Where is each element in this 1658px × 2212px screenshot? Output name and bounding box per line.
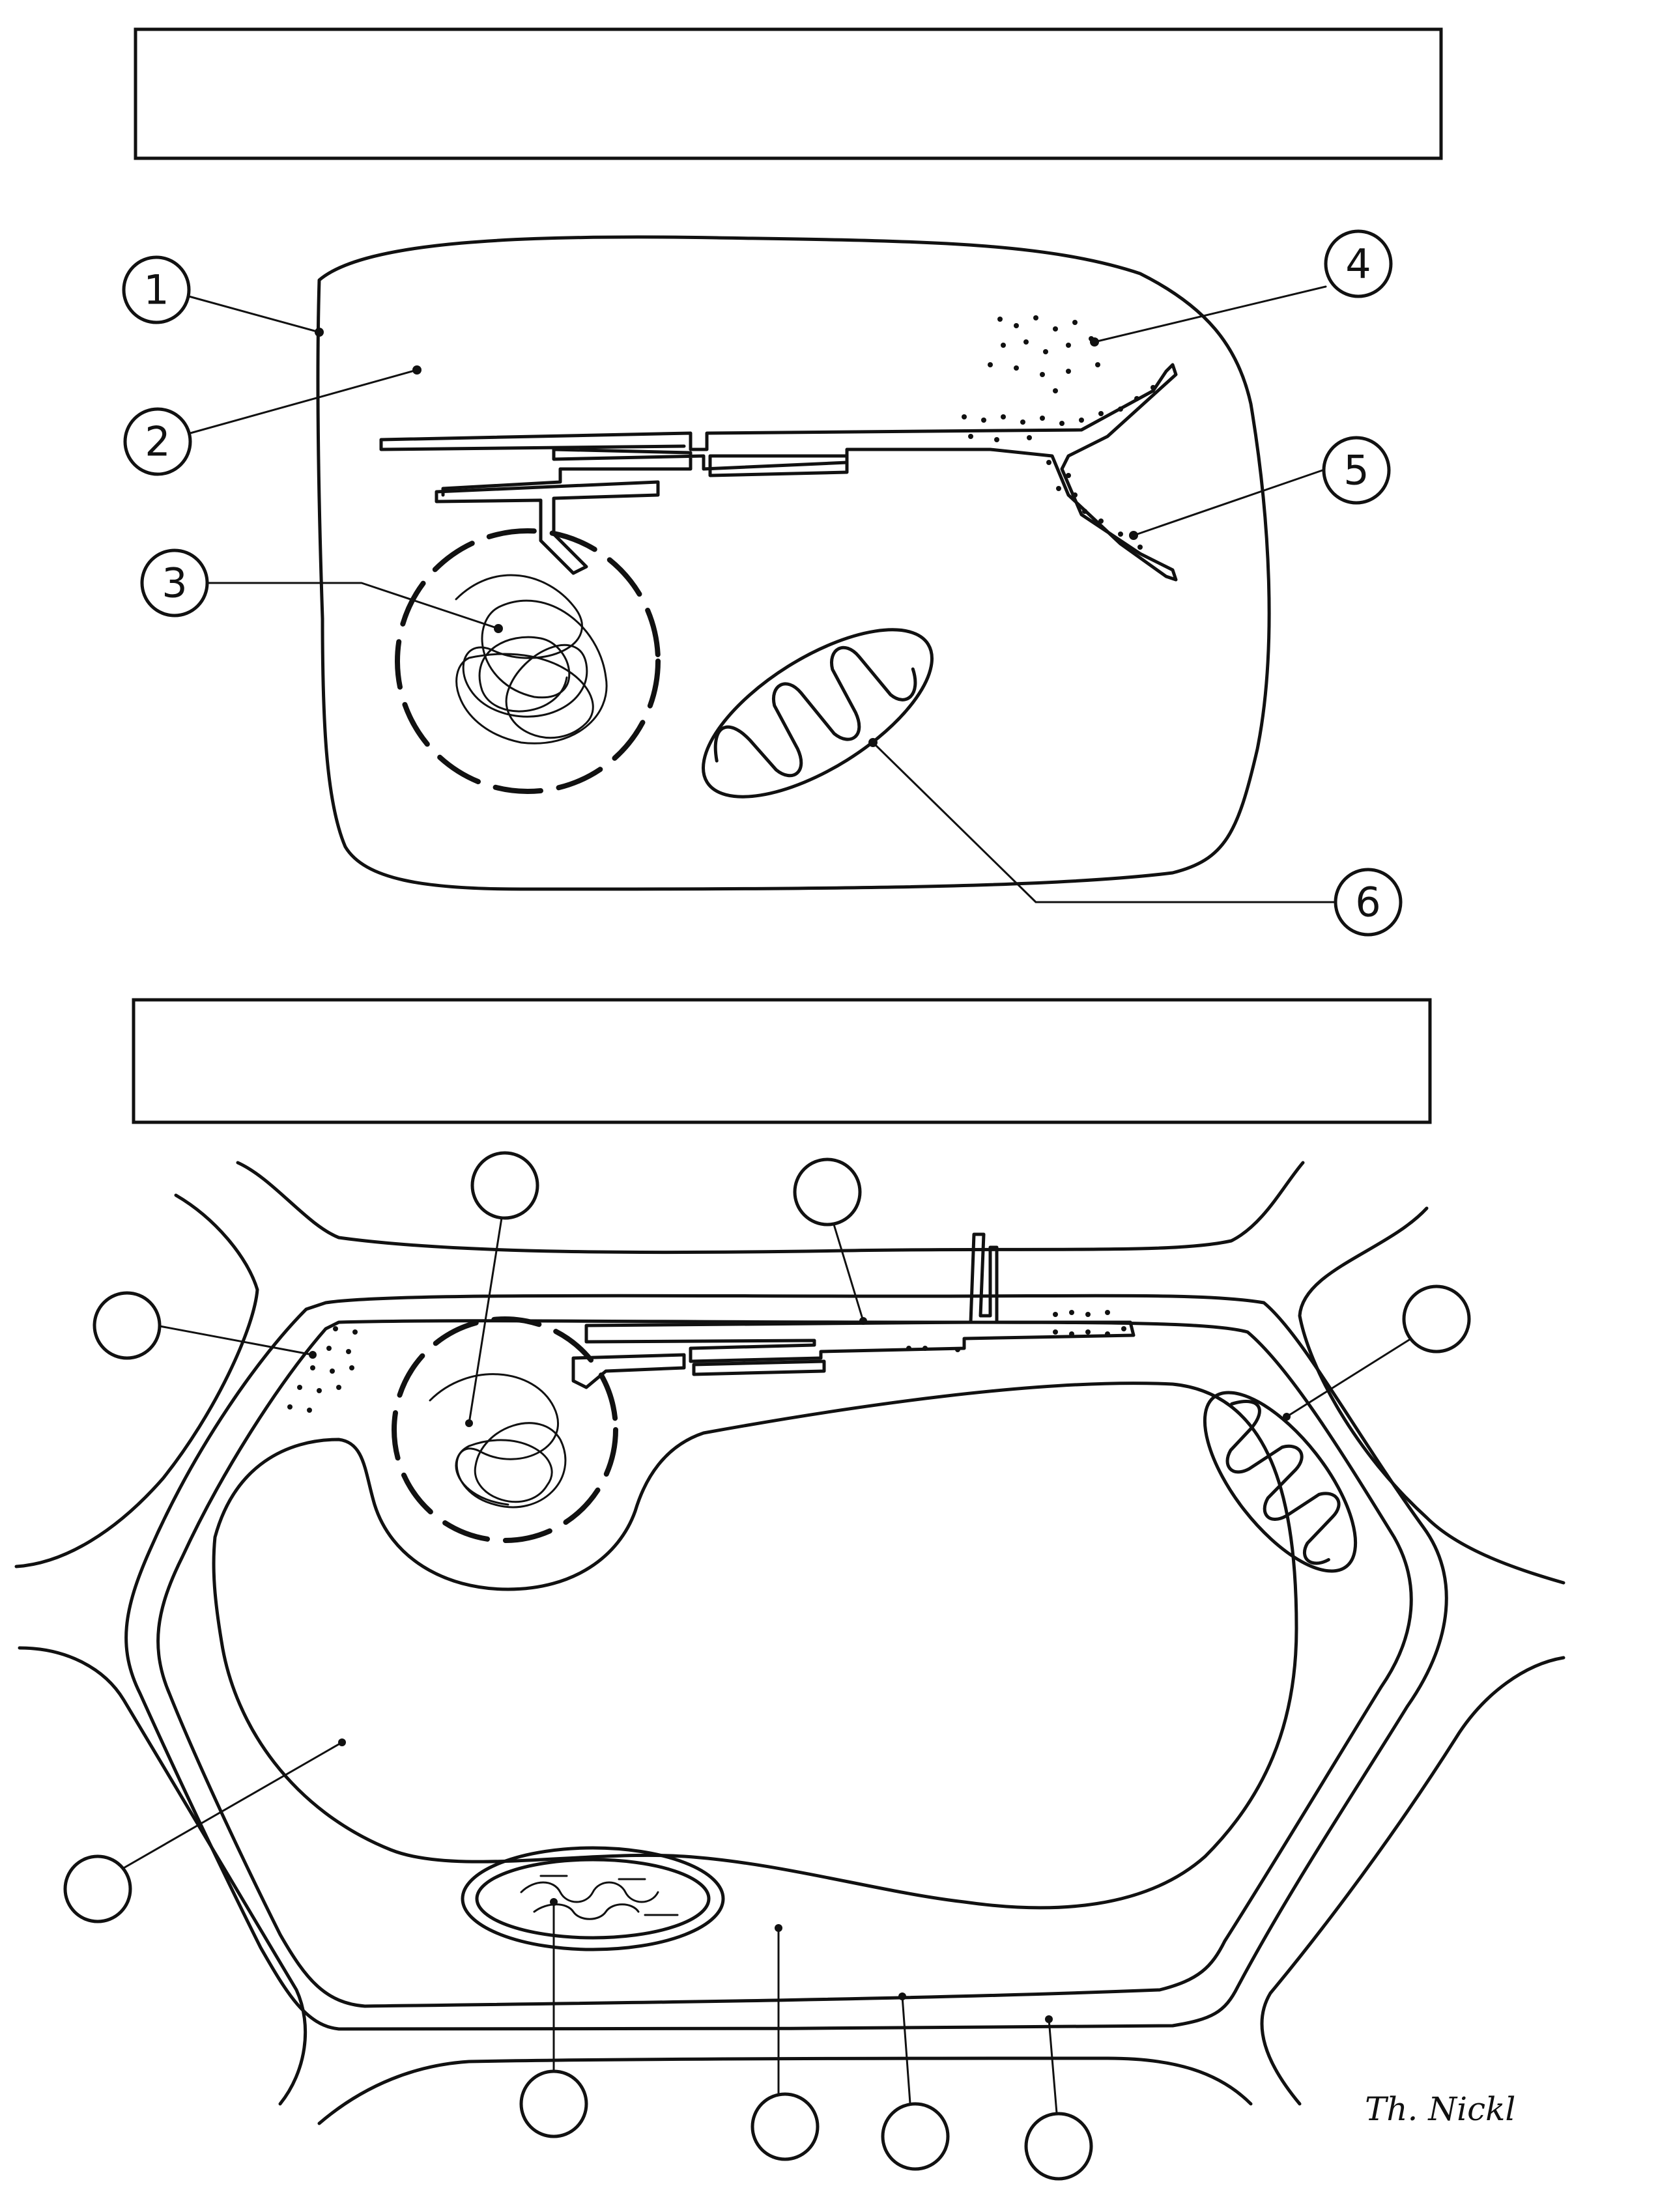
- label-text: 4: [1345, 240, 1371, 288]
- plant-plasma-membrane: [156, 1319, 1413, 2008]
- plant-vacuole: [212, 1382, 1298, 1910]
- plant-chromatin: [429, 1373, 567, 1509]
- plant-cell-title-box[interactable]: [132, 998, 1432, 1124]
- plant-mitochondrion: [1203, 1391, 1358, 1573]
- neighbour-cell-walls: [14, 1161, 1565, 2125]
- label-text: 2: [145, 418, 170, 466]
- animal-cell-membrane: [316, 235, 1271, 891]
- plant-label-circle-4[interactable]: [1402, 1284, 1471, 1354]
- animal-er-lower-branch: [708, 454, 849, 477]
- plant-er: [571, 1232, 1136, 1389]
- plant-leader-lines: [103, 1217, 1428, 2138]
- animal-label-6[interactable]: 6: [1334, 868, 1403, 937]
- animal-label-4[interactable]: 4: [1324, 229, 1393, 298]
- animal-label-1[interactable]: 1: [122, 255, 191, 324]
- plant-label-circle-1[interactable]: [93, 1291, 162, 1360]
- plant-nucleus: [392, 1316, 618, 1543]
- animal-er-connection: [435, 480, 660, 575]
- animal-cristae: [713, 645, 917, 778]
- plant-free-ribosomes: [287, 1326, 358, 1413]
- plant-label-circle-2[interactable]: [470, 1151, 539, 1220]
- animal-leader-lines: [188, 285, 1337, 903]
- artist-signature: Th. Nickl: [1365, 2090, 1515, 2128]
- animal-label-2[interactable]: 2: [123, 407, 192, 476]
- animal-cell-title-box[interactable]: [134, 27, 1443, 160]
- plant-chloroplast: [461, 1846, 725, 1951]
- plant-cell-wall: [124, 1294, 1448, 2031]
- label-text: 6: [1355, 879, 1380, 926]
- label-text: 1: [143, 266, 169, 314]
- animal-ribosomes: [962, 385, 1156, 550]
- animal-free-ribosomes: [988, 315, 1100, 393]
- plant-label-circle-9[interactable]: [1024, 2112, 1093, 2181]
- animal-cell: 1 2 3 4 5 6: [122, 229, 1403, 937]
- animal-er: [379, 363, 1178, 582]
- plant-label-circle-3[interactable]: [793, 1157, 862, 1227]
- plant-label-circle-7[interactable]: [750, 2092, 820, 2161]
- animal-chromatin: [455, 574, 608, 744]
- plant-label-circle-8[interactable]: [881, 2102, 950, 2171]
- plant-label-circle-5[interactable]: [63, 1854, 132, 1923]
- plant-label-circle-6[interactable]: [519, 2069, 588, 2138]
- animal-mitochondrion: [702, 628, 934, 799]
- plant-ribosomes: [906, 1310, 1126, 1352]
- plant-cristae: [1225, 1400, 1341, 1565]
- label-text: 5: [1343, 447, 1369, 494]
- animal-label-3[interactable]: 3: [140, 548, 209, 617]
- plant-grana: [520, 1875, 679, 1920]
- plant-cell: [14, 1151, 1565, 2181]
- label-text: 3: [162, 560, 187, 607]
- animal-nucleus: [395, 528, 661, 794]
- animal-label-5[interactable]: 5: [1322, 436, 1391, 505]
